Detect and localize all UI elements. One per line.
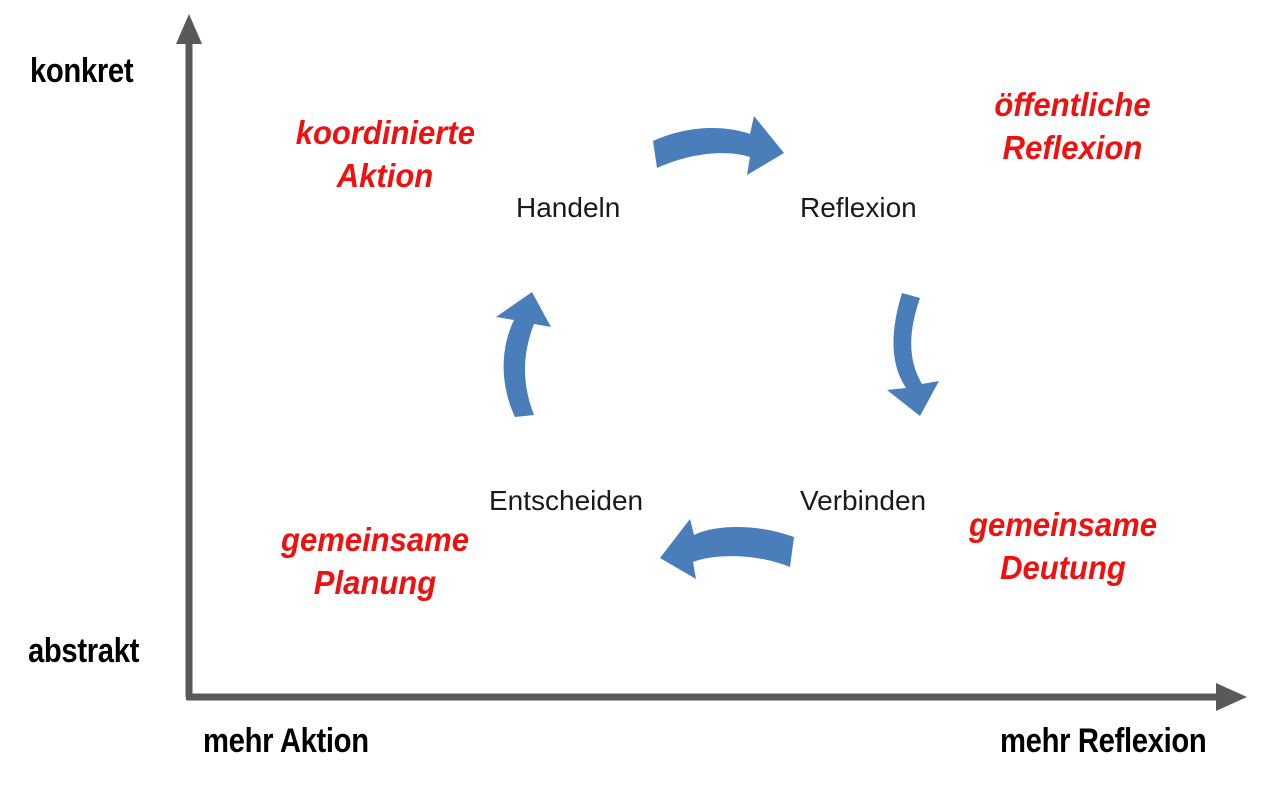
- cycle-stage-entscheiden: Entscheiden: [489, 485, 644, 516]
- annotation-line-2: Reflexion: [1002, 128, 1143, 166]
- arrow-handeln-to-reflexion-icon: [653, 116, 784, 175]
- arrow-verbinden-to-entscheiden-icon: [660, 519, 794, 579]
- annotation-koordinierte-aktion: koordinierte Aktion: [296, 112, 475, 198]
- cycle-stage-verbinden: Verbinden: [800, 485, 927, 516]
- axis-label-mehr-aktion: mehr Aktion: [203, 722, 369, 760]
- annotation-line-2: Deutung: [1000, 548, 1126, 586]
- cycle-stage-reflexion: Reflexion: [800, 192, 917, 223]
- cycle-stage-handeln: Handeln: [516, 192, 621, 223]
- annotation-gemeinsame-planung: gemeinsame Planung: [281, 519, 469, 605]
- annotation-line-2: Aktion: [336, 156, 434, 194]
- annotation-gemeinsame-deutung: gemeinsame Deutung: [964, 504, 1161, 590]
- annotation-line-1: gemeinsame: [281, 521, 469, 558]
- axis-label-abstrakt: abstrakt: [28, 632, 140, 670]
- annotation-oeffentliche-reflexion: öffentliche Reflexion: [986, 84, 1160, 170]
- axis-label-mehr-reflexion: mehr Reflexion: [1000, 722, 1207, 760]
- axis-label-konkret: konkret: [30, 52, 134, 90]
- annotation-line-1: öffentliche: [994, 86, 1151, 123]
- arrow-entscheiden-to-handeln-icon: [496, 292, 551, 417]
- annotation-line-1: koordinierte: [295, 114, 475, 151]
- vertical-axis: [176, 14, 202, 697]
- annotation-line-1: gemeinsame: [969, 506, 1157, 543]
- annotation-line-2: Planung: [313, 563, 437, 601]
- arrow-reflexion-to-verbinden-icon: [887, 293, 939, 416]
- horizontal-axis: [186, 683, 1247, 711]
